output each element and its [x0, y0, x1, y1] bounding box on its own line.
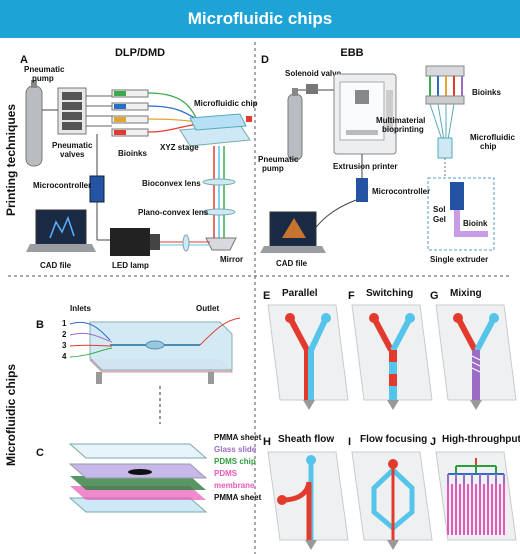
a-bioinks: Bioinks: [118, 149, 147, 158]
a-microcontroller: Microcontroller: [33, 181, 91, 190]
d-microfluidic-chip-2: chip: [480, 142, 497, 151]
c-layer-membrane: membrane: [214, 481, 255, 490]
a-xyz-stage: XYZ stage: [160, 143, 199, 152]
d-laptop-icon: [260, 212, 326, 253]
a-led-lamp: LED lamp: [112, 261, 149, 270]
extrusion-printer-icon: [334, 74, 396, 154]
laptop-icon: [26, 210, 96, 252]
d-solenoid-valve: Solenoid valve: [285, 69, 342, 78]
bioconvex-lens-icon: [203, 179, 235, 185]
panel-label-I: I: [348, 436, 351, 448]
d-pneumatic-pump-2: pump: [262, 164, 284, 173]
panel-label-G: G: [430, 290, 439, 302]
b-num-2: 2: [62, 330, 67, 339]
d-gel: Gel: [433, 215, 446, 224]
section-title-ebb: EBB: [340, 47, 363, 59]
a-bioconvex-lens: Bioconvex lens: [142, 179, 201, 188]
d-cad-file: CAD file: [276, 259, 308, 268]
chip-label-sheath: Sheath flow: [278, 434, 334, 445]
channel-high-throughput: [448, 458, 504, 535]
a-plano-convex-lens: Plano-convex lens: [138, 208, 209, 217]
b-num-3: 3: [62, 341, 67, 350]
d-microcontroller: Microcontroller: [372, 187, 430, 196]
panel-label-F: F: [348, 290, 355, 302]
d-sol: Sol: [433, 205, 445, 214]
a-mirror: Mirror: [220, 255, 243, 264]
panel-label-H: H: [263, 436, 271, 448]
mirror-icon: [206, 238, 236, 250]
microcontroller-icon: [90, 176, 104, 202]
pneumatic-valves-icon: [58, 88, 86, 134]
d-bioink: Bioink: [463, 219, 488, 228]
d-pneumatic-pump-1: Pneumatic: [258, 155, 299, 164]
b-num-4: 4: [62, 352, 67, 361]
c-layer-pmma-1: PMMA sheet: [214, 433, 262, 442]
d-bioinks: Bioinks: [472, 88, 501, 97]
a-pneumatic-pump-2: pump: [32, 74, 54, 83]
a-pneumatic-pump-1: Pneumatic: [24, 65, 65, 74]
panel-label-D: D: [261, 54, 269, 66]
c-layer-pdms: PDMS: [214, 469, 238, 478]
multimaterial-head-icon: [426, 66, 464, 158]
d-microcontroller-icon: [356, 178, 368, 202]
gas-cylinder-icon: [26, 80, 42, 166]
solenoid-valve-icon: [298, 84, 334, 94]
panel-label-C: C: [36, 447, 44, 459]
c-layer-glass: Glass slide: [214, 445, 257, 454]
b-num-1: 1: [62, 319, 67, 328]
chip-label-high-throughput: High-throughput: [442, 434, 520, 445]
c-layer-pmma-2: PMMA sheet: [214, 493, 262, 502]
d-multimaterial-2: bioprinting: [382, 125, 424, 134]
chip-label-mixing: Mixing: [450, 288, 482, 299]
panel-label-E: E: [263, 290, 270, 302]
b-outlet: Outlet: [196, 304, 219, 313]
chip-label-focusing: Flow focusing: [360, 434, 427, 445]
d-microfluidic-chip-1: Microfluidic: [470, 133, 515, 142]
a-pneumatic-valves-1: Pneumatic: [52, 141, 93, 150]
a-cad-file: CAD file: [40, 261, 72, 270]
a-microfluidic-chip: Microfluidic chip: [194, 99, 258, 108]
a-pneumatic-valves-2: valves: [60, 150, 85, 159]
section-title-dlp: DLP/DMD: [115, 47, 165, 59]
b-inlets: Inlets: [70, 304, 91, 313]
led-lamp-icon: [110, 228, 160, 256]
d-extrusion-printer: Extrusion printer: [333, 162, 397, 171]
chip-assembly-icon: [90, 322, 232, 384]
chip-label-parallel: Parallel: [282, 288, 318, 299]
chip-label-switching: Switching: [366, 288, 413, 299]
bioink-syringes-icon: [112, 90, 148, 136]
c-layer-pdms-chip: PDMS chip: [214, 457, 256, 466]
d-single-extruder: Single extruder: [430, 255, 488, 264]
d-gas-cylinder-icon: [288, 88, 302, 160]
side-label-microfluidic: Microfluidic chips: [4, 364, 18, 466]
side-label-printing: Printing techniques: [4, 104, 18, 216]
panel-label-B: B: [36, 319, 44, 331]
layer-stack-icon: [70, 444, 206, 512]
d-multimaterial-1: Multimaterial: [376, 116, 425, 125]
xyz-stage-icon: [180, 114, 252, 146]
panel-label-J: J: [430, 436, 436, 448]
